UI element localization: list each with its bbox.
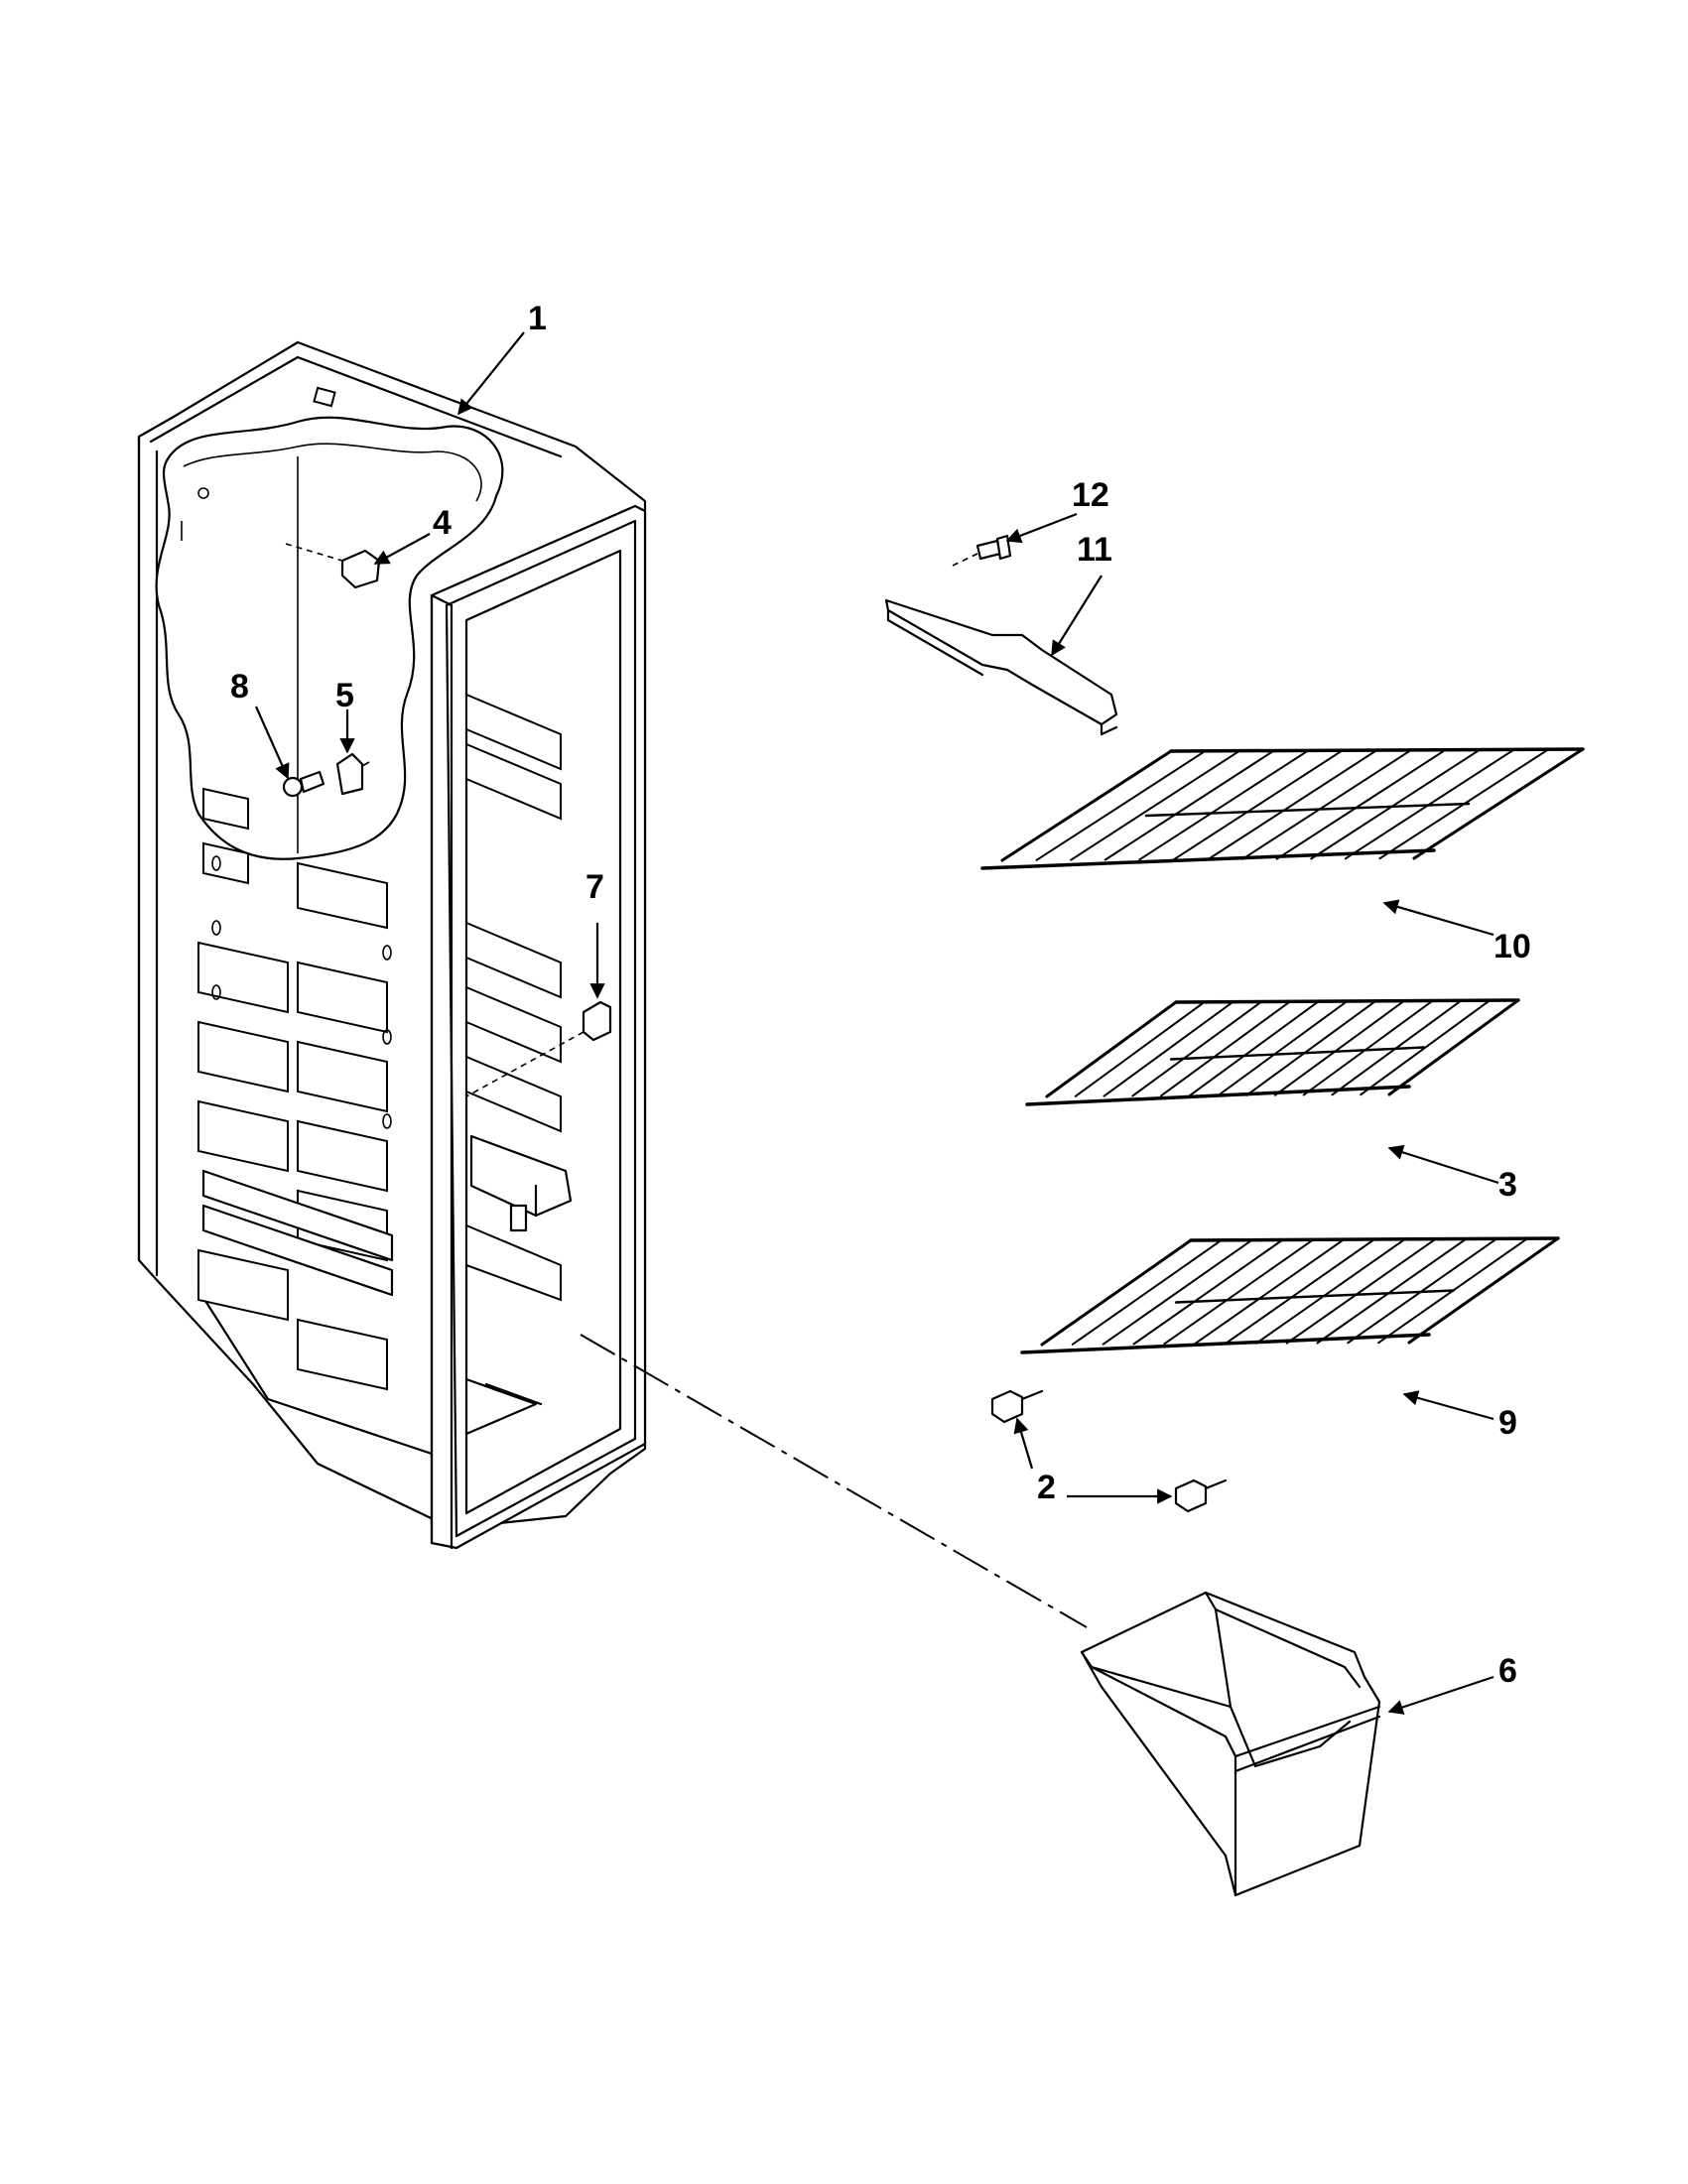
callout-2: 2 xyxy=(1037,1469,1056,1506)
freezer-liner xyxy=(137,340,647,1550)
callout-3: 3 xyxy=(1498,1166,1517,1204)
part-11-shelf-support xyxy=(884,598,1118,736)
assembly-centerline xyxy=(580,1334,1088,1628)
part-10-wire-shelf xyxy=(980,747,1585,870)
leader-lines xyxy=(254,331,1499,1715)
callout-11: 11 xyxy=(1077,531,1112,569)
callout-4: 4 xyxy=(433,504,452,542)
part-12-screw xyxy=(952,534,1012,567)
callout-6: 6 xyxy=(1498,1652,1517,1690)
part-4-clip xyxy=(285,543,381,589)
callout-8: 8 xyxy=(230,668,249,706)
callout-7: 7 xyxy=(585,868,604,906)
part-7-bracket xyxy=(465,1000,612,1097)
interior-slots-back xyxy=(197,787,394,1391)
part-2-stud-left xyxy=(990,1389,1044,1424)
callout-12: 12 xyxy=(1072,476,1109,514)
callout-5: 5 xyxy=(335,677,354,714)
interior-slots-right xyxy=(464,693,573,1436)
part-8-screw xyxy=(282,770,325,798)
callout-10: 10 xyxy=(1493,928,1531,965)
callout-1: 1 xyxy=(528,300,547,337)
part-2-stud-right xyxy=(1174,1478,1228,1513)
part-9-wire-shelf xyxy=(1020,1236,1560,1354)
part-6-crisper-bin xyxy=(1080,1591,1381,1897)
part-5-bracket xyxy=(335,752,370,796)
callout-9: 9 xyxy=(1498,1404,1517,1442)
part-3-wire-shelf xyxy=(1025,998,1520,1106)
